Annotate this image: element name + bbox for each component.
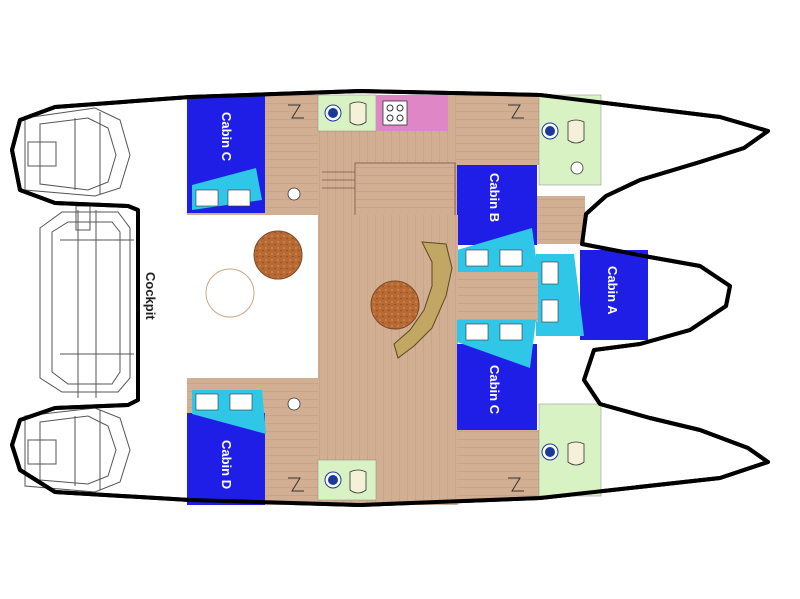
toilet-icon	[567, 119, 585, 144]
hull-outline-stroke	[10, 89, 770, 507]
cockpit-label: Cockpit	[143, 272, 158, 320]
saloon-settee	[393, 241, 453, 359]
cabin-fwd-group: Cabin A	[536, 196, 648, 340]
cabin-fwd[interactable]	[580, 250, 648, 340]
cabin-port-aft-label: Cabin C	[219, 112, 234, 162]
toilet-icon	[349, 469, 367, 494]
cockpit-helm-seat	[205, 268, 255, 318]
cockpit-table-round	[253, 230, 303, 280]
cabin-port-fwd-group: Cabin B	[457, 165, 538, 272]
sink-icon	[328, 108, 338, 118]
cockpit-table	[39, 205, 134, 398]
toilet-icon	[349, 101, 367, 126]
sink-icon	[545, 126, 555, 136]
cabin-stbd-aft-label: Cabin D	[219, 440, 234, 489]
starboard-hull: Cabin D Cabin C	[187, 320, 602, 505]
cabin-port-fwd-label: Cabin B	[487, 173, 502, 222]
sink-icon	[328, 475, 338, 485]
starboard-engine-compartment	[24, 407, 131, 493]
port-hull: Cabin C	[187, 94, 602, 236]
sink-icon	[545, 447, 555, 457]
toilet-icon	[567, 441, 585, 466]
saloon-table	[370, 280, 420, 330]
cabin-stbd-fwd-label: Cabin C	[487, 365, 502, 415]
port-engine-compartment	[24, 107, 131, 197]
cabin-fwd-label: Cabin A	[605, 266, 620, 315]
